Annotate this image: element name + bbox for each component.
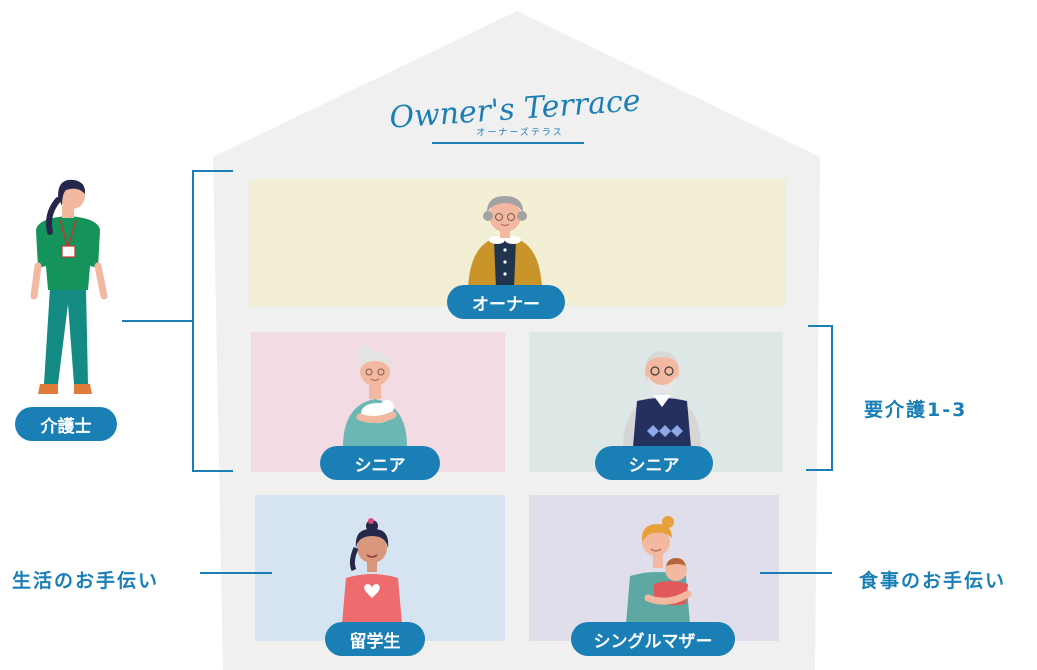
meal-help-connector: [760, 572, 832, 574]
senior-right-label: シニア: [595, 446, 713, 480]
left-bracket-top: [192, 170, 233, 172]
senior-left-label: シニア: [320, 446, 440, 480]
owner-figure: [468, 196, 542, 288]
title-katakana: オーナーズテラス: [476, 128, 564, 138]
left-bracket-bottom: [192, 470, 233, 472]
living-help-label: 生活のお手伝い: [12, 570, 160, 592]
meal-help-label: 食事のお手伝い: [859, 570, 1007, 592]
title-underline: [432, 142, 584, 144]
care-level-label: 要介護1-3: [864, 399, 968, 421]
mother-with-baby-figure: [626, 516, 692, 624]
right-bracket-top: [808, 325, 833, 327]
title-block: Owner's Terrace オーナーズテラス: [385, 83, 645, 162]
senior-woman-figure: [343, 345, 407, 447]
single-mother-label: シングルマザー: [571, 622, 735, 656]
caregiver-figure: [30, 179, 108, 394]
senior-man-figure: [623, 351, 701, 447]
caregiver-label: 介護士: [15, 407, 117, 441]
left-bracket-vertical: [192, 170, 194, 472]
right-bracket-vertical: [831, 325, 833, 471]
student-figure: [342, 518, 402, 624]
living-help-connector: [200, 572, 272, 574]
caregiver-connector: [122, 320, 193, 322]
right-bracket-bottom: [806, 469, 833, 471]
owner-label: オーナー: [447, 285, 565, 319]
student-label: 留学生: [325, 622, 425, 656]
